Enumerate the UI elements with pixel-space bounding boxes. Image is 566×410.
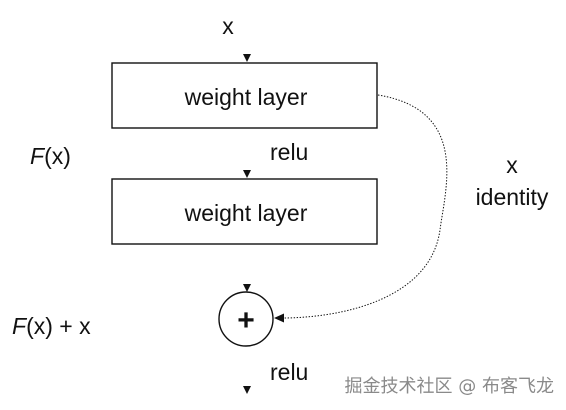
- input-arrowhead: [243, 54, 251, 62]
- relu-1-arrowhead: [243, 170, 251, 178]
- sum-input-arrowhead: [243, 284, 251, 292]
- sum-plus-symbol: +: [237, 304, 255, 337]
- identity-shortcut-curve: [281, 94, 448, 319]
- input-x-label: x: [222, 13, 234, 39]
- weight-layer-1-label: weight layer: [184, 84, 308, 110]
- weight-layer-2-label: weight layer: [184, 200, 308, 226]
- weight-layer-2-box: [111, 178, 378, 245]
- watermark-text: 掘金技术社区 @ 布客飞龙: [345, 376, 554, 397]
- weight-layer-1-box: [111, 62, 378, 129]
- identity-x-label: x: [506, 152, 518, 178]
- fx-plus-x-label: F(x) + x: [12, 313, 91, 339]
- identity-arrowhead: [274, 313, 284, 323]
- sum-node-circle: [218, 291, 274, 347]
- identity-label: identity: [476, 184, 549, 210]
- relu-1-label: relu: [270, 139, 308, 165]
- fx-label: F(x): [30, 143, 71, 169]
- relu-2-label: relu: [270, 359, 308, 385]
- output-arrowhead: [243, 386, 251, 394]
